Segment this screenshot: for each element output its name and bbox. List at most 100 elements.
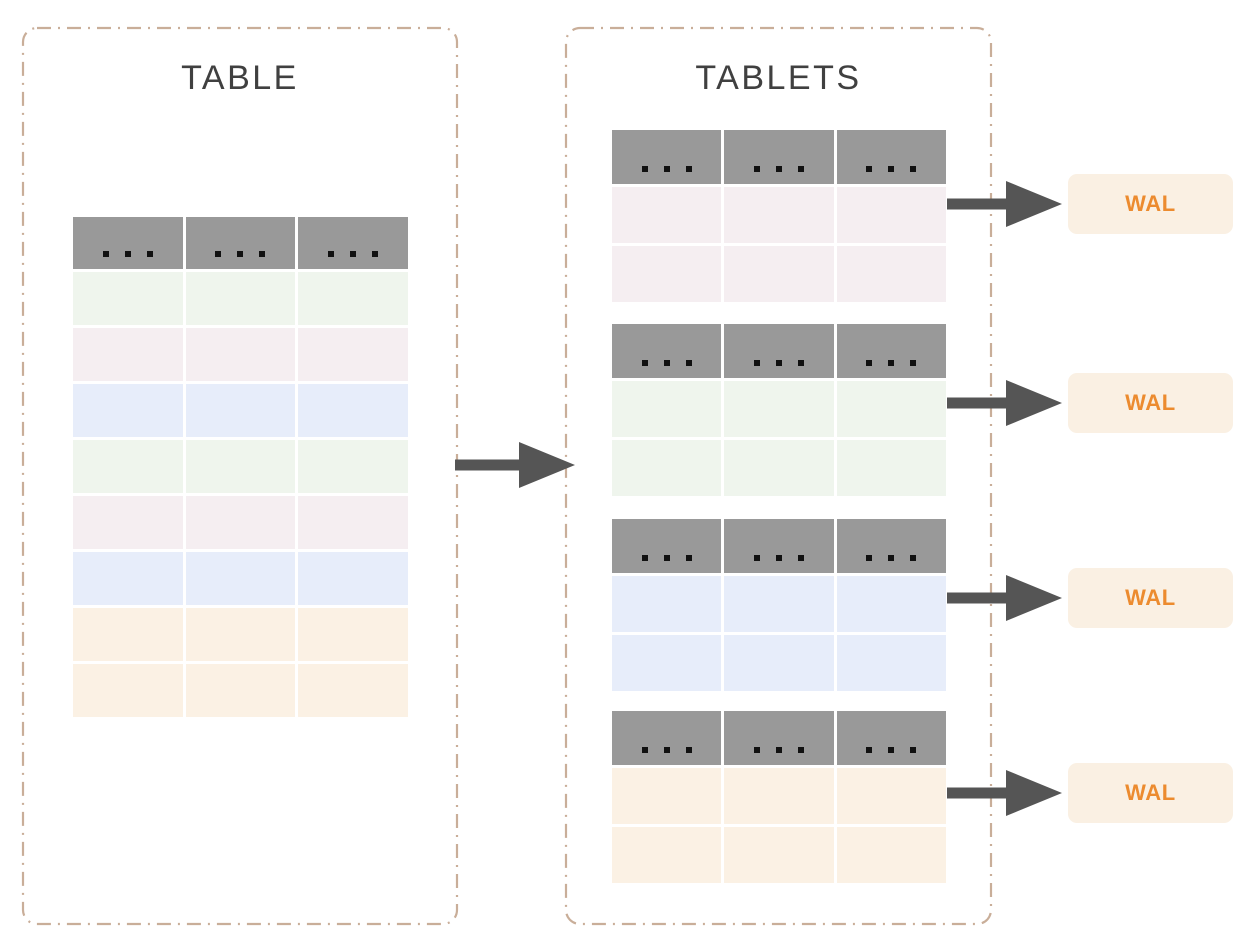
tablet-1 bbox=[612, 130, 946, 302]
table-to-tablets-arrow bbox=[455, 442, 575, 488]
tablet-1-to-wal-arrow bbox=[947, 181, 1062, 227]
dot-icon bbox=[663, 555, 670, 561]
dot-icon bbox=[753, 360, 760, 366]
header-dots-icon bbox=[724, 555, 833, 561]
dot-icon bbox=[685, 555, 692, 561]
dot-icon bbox=[753, 747, 760, 753]
wal-label: WAL bbox=[1125, 585, 1176, 610]
table-header-cell bbox=[612, 711, 722, 765]
dot-icon bbox=[641, 747, 648, 753]
table-row-cell bbox=[612, 246, 722, 302]
dot-icon bbox=[372, 251, 379, 257]
table-header-cell bbox=[724, 711, 834, 765]
header-dots-icon bbox=[837, 555, 946, 561]
table-row-cell bbox=[612, 187, 722, 243]
dot-icon bbox=[910, 555, 917, 561]
dot-icon bbox=[641, 166, 648, 172]
dot-icon bbox=[146, 251, 153, 257]
header-dots-icon bbox=[837, 166, 946, 172]
table-row-cell bbox=[298, 328, 408, 381]
table-row-cell bbox=[73, 272, 183, 325]
wal-label: WAL bbox=[1125, 390, 1176, 415]
table-row-cell bbox=[73, 664, 183, 717]
table-header-cell bbox=[836, 711, 946, 765]
table-header-cell bbox=[724, 519, 834, 573]
table-row-cell bbox=[836, 827, 946, 883]
table-row-cell bbox=[185, 440, 296, 493]
header-dots-icon bbox=[73, 251, 183, 257]
table-row-cell bbox=[185, 552, 296, 605]
table-header-cell bbox=[612, 130, 722, 184]
dot-icon bbox=[775, 360, 782, 366]
tablet-3 bbox=[612, 519, 946, 691]
table-row-cell bbox=[724, 381, 834, 437]
table-row-cell bbox=[185, 496, 296, 549]
tablet-4-to-wal-arrow bbox=[947, 770, 1062, 816]
tablet-4-wal-box: WAL bbox=[1068, 763, 1233, 823]
tablet-3-wal-box: WAL bbox=[1068, 568, 1233, 628]
tablet-2-to-wal-arrow bbox=[947, 380, 1062, 426]
header-dots-icon bbox=[724, 166, 833, 172]
dot-icon bbox=[685, 166, 692, 172]
dot-icon bbox=[775, 555, 782, 561]
wal-label: WAL bbox=[1125, 191, 1176, 216]
table-row-cell bbox=[185, 384, 296, 437]
dot-icon bbox=[797, 166, 804, 172]
table-row-cell bbox=[836, 576, 946, 632]
dot-icon bbox=[866, 360, 873, 366]
table-row-cell bbox=[73, 328, 183, 381]
table-header-cell bbox=[836, 324, 946, 378]
dot-icon bbox=[102, 251, 109, 257]
dot-icon bbox=[753, 166, 760, 172]
table-row-cell bbox=[298, 664, 408, 717]
table-row-cell bbox=[612, 381, 722, 437]
table-row-cell bbox=[724, 635, 834, 691]
dot-icon bbox=[259, 251, 266, 257]
dot-icon bbox=[685, 360, 692, 366]
dot-icon bbox=[663, 747, 670, 753]
table-row-cell bbox=[298, 272, 408, 325]
table-header-cell bbox=[724, 324, 834, 378]
dot-icon bbox=[888, 360, 895, 366]
table-row-cell bbox=[73, 440, 183, 493]
table-row-cell bbox=[298, 440, 408, 493]
table-row-cell bbox=[298, 384, 408, 437]
dot-icon bbox=[888, 166, 895, 172]
tablet-2-wal-box: WAL bbox=[1068, 373, 1233, 433]
table-header-cell bbox=[724, 130, 834, 184]
dot-icon bbox=[888, 555, 895, 561]
header-dots-icon bbox=[612, 747, 721, 753]
dot-icon bbox=[797, 360, 804, 366]
dot-icon bbox=[910, 166, 917, 172]
table-row-cell bbox=[298, 552, 408, 605]
table-row-cell bbox=[724, 576, 834, 632]
dot-icon bbox=[753, 555, 760, 561]
dot-icon bbox=[237, 251, 244, 257]
tablet-2 bbox=[612, 324, 946, 496]
table-row-cell bbox=[185, 272, 296, 325]
table-header-cell bbox=[298, 217, 408, 269]
dot-icon bbox=[328, 251, 335, 257]
header-dots-icon bbox=[186, 251, 296, 257]
table-row-cell bbox=[185, 608, 296, 661]
wal-label: WAL bbox=[1125, 780, 1176, 805]
header-dots-icon bbox=[298, 251, 408, 257]
table-row-cell bbox=[724, 768, 834, 824]
table-header-cell bbox=[836, 130, 946, 184]
table-header-cell bbox=[612, 519, 722, 573]
table-row-cell bbox=[612, 827, 722, 883]
dot-icon bbox=[797, 747, 804, 753]
table-row-cell bbox=[612, 576, 722, 632]
table-row-cell bbox=[73, 608, 183, 661]
dot-icon bbox=[641, 555, 648, 561]
table-row-cell bbox=[612, 440, 722, 496]
table-header-cell bbox=[836, 519, 946, 573]
table-row-cell bbox=[724, 246, 834, 302]
tablet-1-wal-box: WAL bbox=[1068, 174, 1233, 234]
dot-icon bbox=[775, 166, 782, 172]
dot-icon bbox=[866, 747, 873, 753]
table-row-cell bbox=[73, 552, 183, 605]
dot-icon bbox=[910, 747, 917, 753]
dot-icon bbox=[663, 166, 670, 172]
